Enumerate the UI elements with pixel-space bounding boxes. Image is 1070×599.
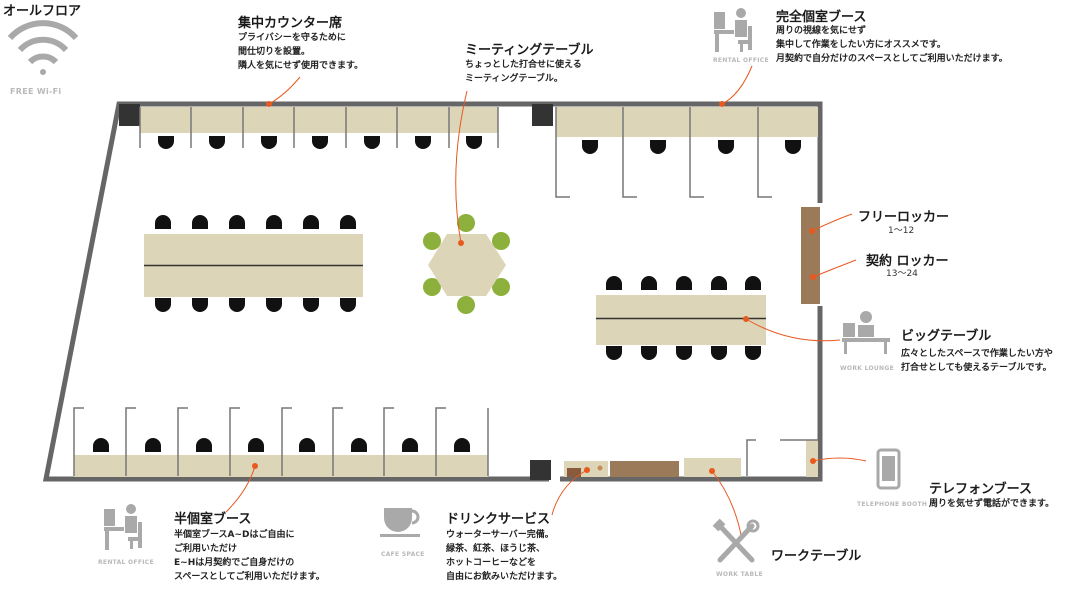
semi-booth-desc: 半個室ブースA~Dはご自由に ご利用いただけ E~Hは月契約でご自身だけの スペ… [174,530,325,582]
contract-locker-range: 13～24 [886,269,918,279]
telephone-icon [876,448,901,490]
private-booth-title: 完全個室ブース [776,10,867,25]
big-table-desc: 広々としたスペースで作業したい方や 打合せとしても使えるテーブルです。 [901,349,1053,373]
semi-booth-icon-label: RENTAL OFFICE [98,559,154,566]
big-table-icon-label: WORK LOUNGE [840,365,895,372]
contract-locker-title: 契約 ロッカー [866,254,949,269]
private-booths [555,107,818,198]
private-booth-icon-label: RENTAL OFFICE [713,57,769,64]
focus-counter [139,107,499,149]
counter-desc: プライバシーを守るために 間仕切りを設置。 隣人を気にせず使用できます。 [238,33,364,71]
phone-booth-title: テレフォンブース [929,482,1032,497]
drink-desc: ウォーターサーバー完備。 緑茶、紅茶、ほうじ茶、 ホットコーヒーなどを 自由にお… [446,530,563,582]
wifi-label: FREE Wi-Fi [10,87,62,96]
large-table [144,215,363,312]
free-locker-range: 1～12 [888,226,915,236]
phone-booth-icon-label: TELEPHONE BOOTH [857,501,928,508]
big-table-title: ビッグテーブル [901,329,992,344]
pillar [532,104,553,126]
callout-lines [225,65,867,541]
work-lounge-icon [842,311,890,354]
pillar [530,460,551,480]
drink-counter [564,458,741,477]
drink-icon-label: CAFE SPACE [381,551,425,558]
semi-booth-title: 半個室ブース [174,512,252,527]
tools-icon [712,518,760,563]
meeting-table [423,214,510,314]
cafe-cup-icon [380,508,420,537]
callout-dots [252,101,816,474]
private-booth-desc: 周りの視線を気にせず 集中して作業をしたい方にオススメです。 月契約で自分だけの… [776,26,1008,64]
meeting-desc: ちょっとした打合せに使える ミーティングテーブル。 [465,60,582,84]
pillar [119,104,140,126]
locker-bank [801,207,820,304]
free-locker-title: フリーロッカー [858,210,950,225]
phone-booth-plan [746,439,818,477]
work-table-icon-label: WORK TABLE [716,571,763,578]
drink-title: ドリンクサービス [446,512,551,527]
counter-title: 集中カウンター席 [238,16,343,31]
meeting-title: ミーティングテーブル [465,43,594,58]
floor-label: オールフロア [3,4,82,19]
semi-private-booths [73,407,489,477]
work-table-title: ワークテーブル [771,549,862,564]
rental-office-icon [104,504,142,550]
wifi-icon [7,20,79,75]
phone-booth-desc: 周りを気せず電話ができます。 [929,499,1055,509]
big-table [596,276,766,360]
rental-office-icon [714,8,752,52]
